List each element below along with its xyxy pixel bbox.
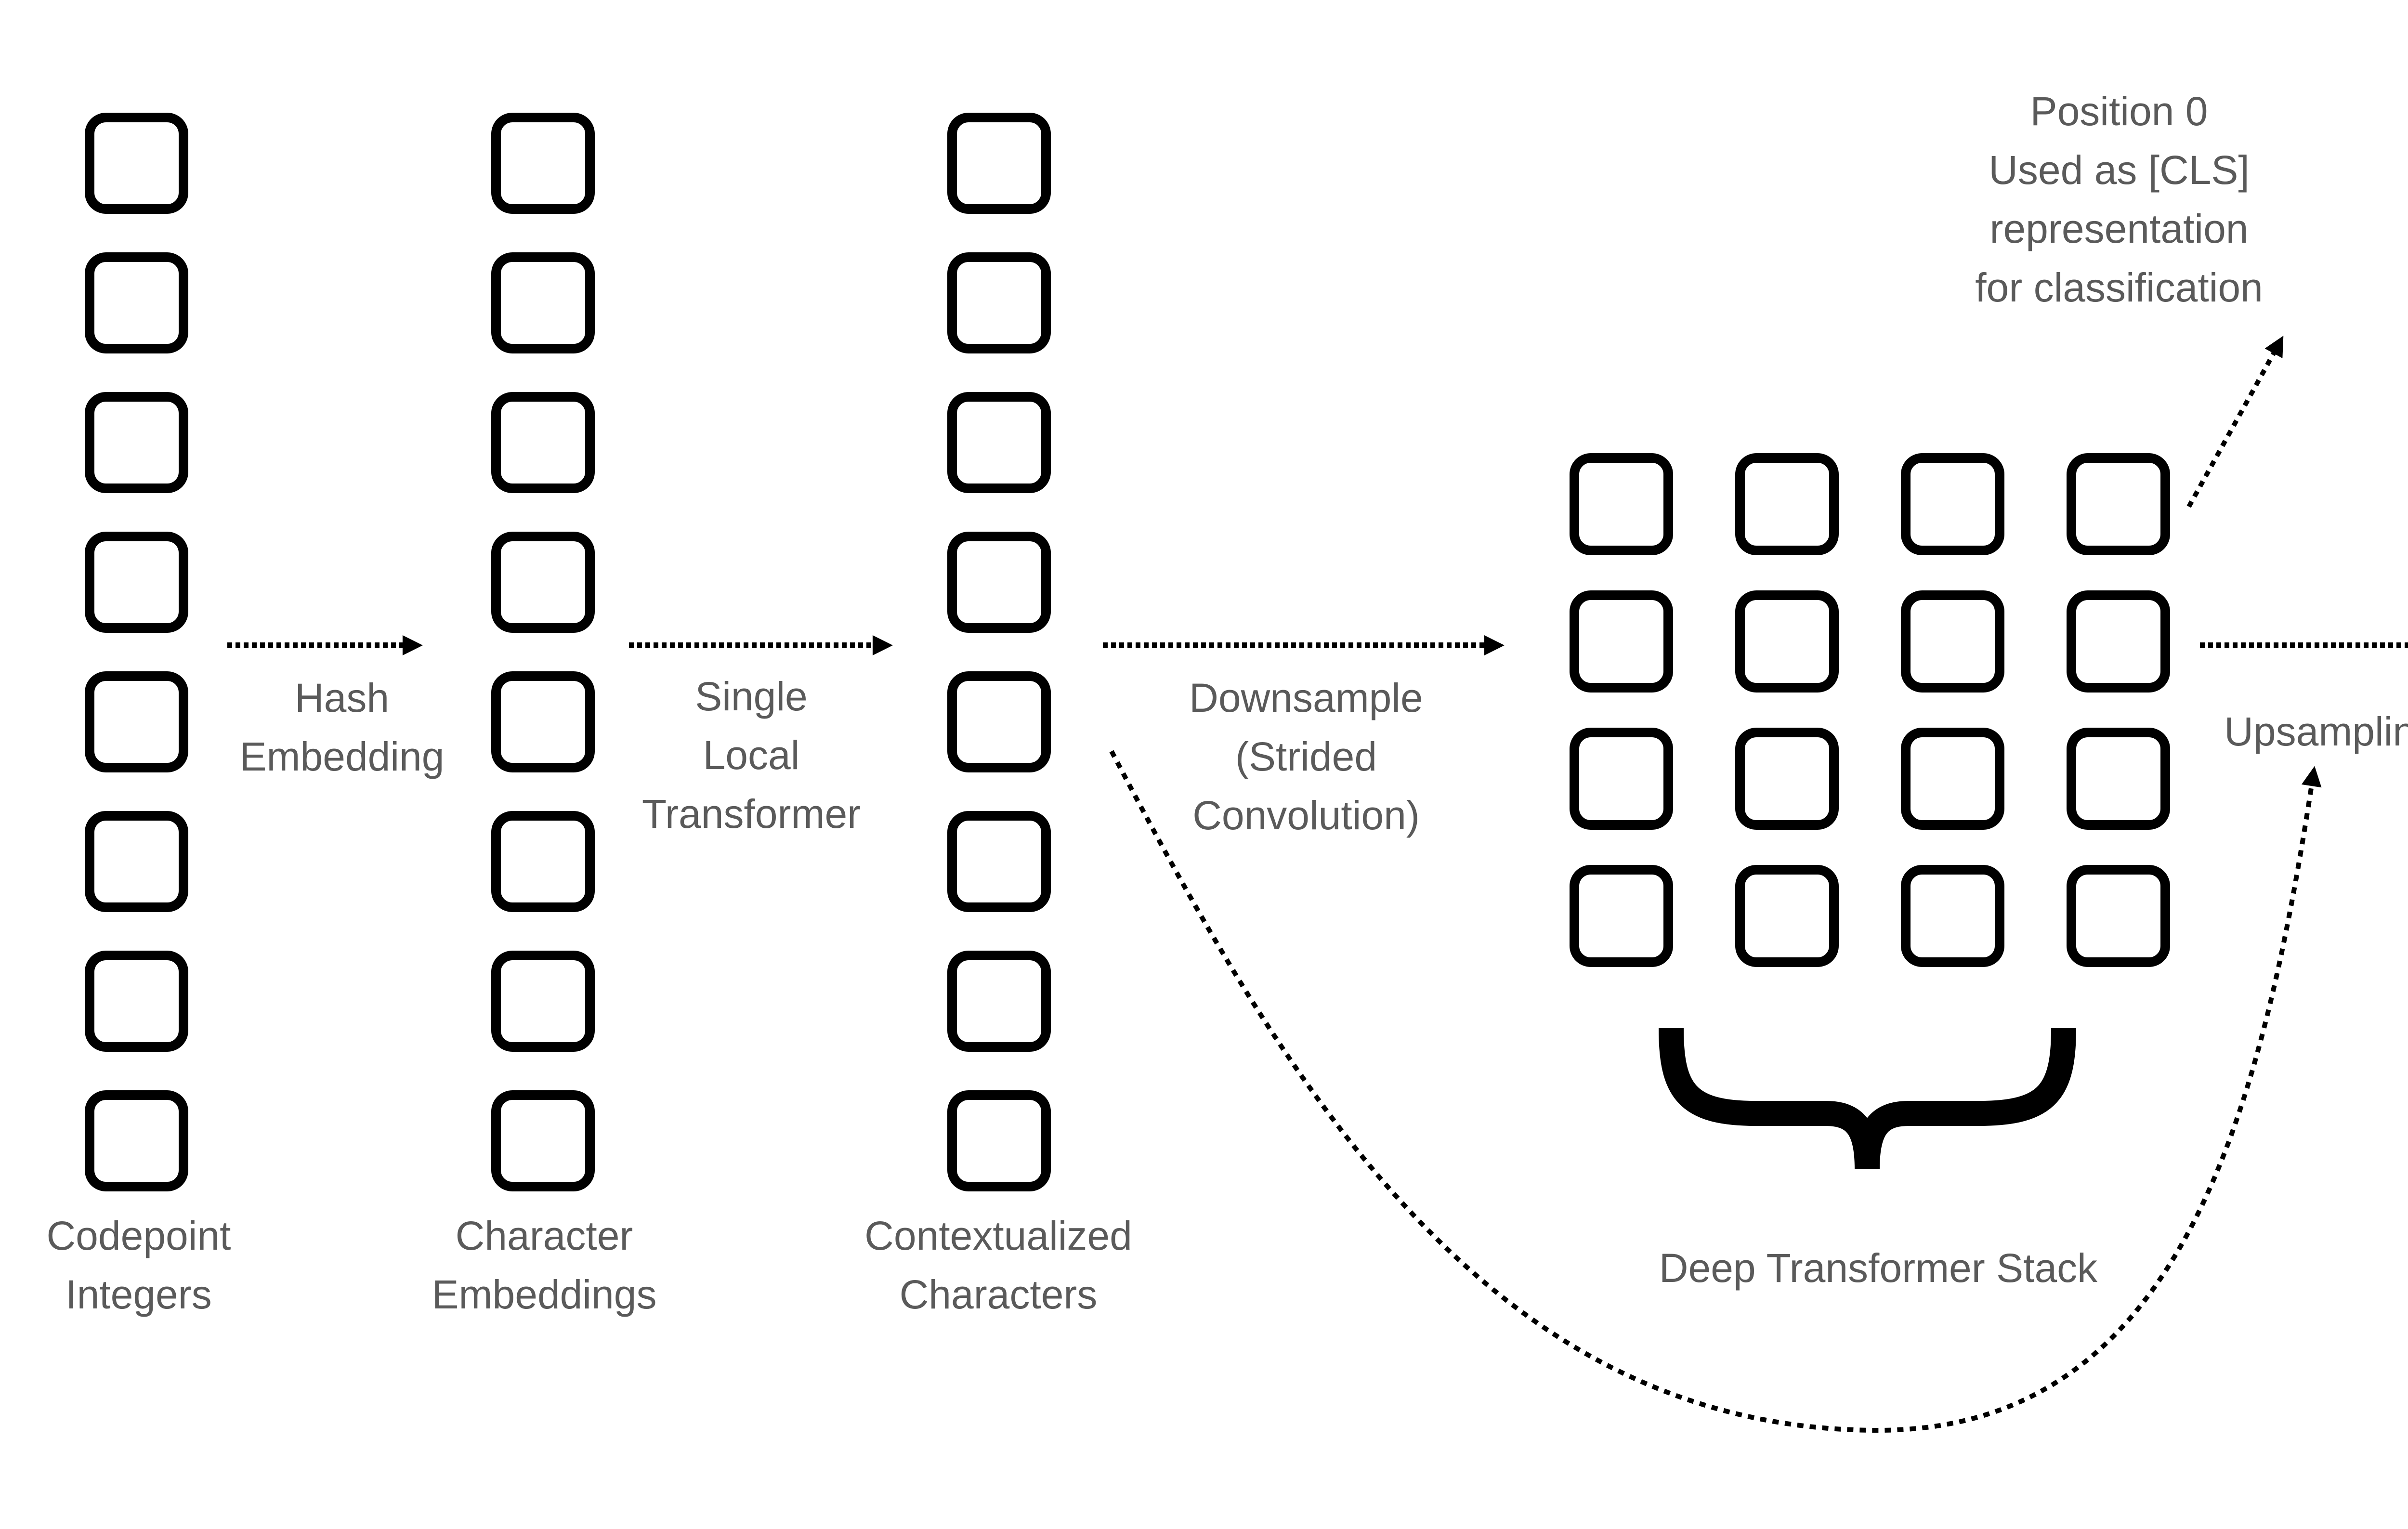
token-box — [2067, 453, 2170, 555]
token-box — [491, 671, 595, 772]
token-box — [947, 252, 1051, 353]
token-box — [947, 671, 1051, 772]
token-box — [491, 392, 595, 493]
column-character-embeddings — [491, 113, 595, 1191]
token-box — [1570, 728, 1673, 830]
token-box — [491, 811, 595, 912]
token-box — [1901, 728, 2004, 830]
token-box — [1901, 590, 2004, 693]
token-box — [1570, 453, 1673, 555]
label-hash-embedding: Hash Embedding — [239, 675, 445, 779]
label-contextualized-characters: Contextualized Characters — [864, 1213, 1132, 1317]
arrow-cls-position — [2186, 336, 2284, 508]
token-box — [491, 532, 595, 633]
label-upsampling: Upsampling — [2224, 709, 2408, 754]
token-box — [2067, 865, 2170, 967]
label-downsample: Downsample (Strided Convolution) — [1189, 675, 1423, 838]
token-box — [947, 951, 1051, 1052]
token-box — [1735, 728, 1839, 830]
label-codepoint-integers: Codepoint Integers — [46, 1213, 231, 1317]
token-box — [1901, 865, 2004, 967]
token-box — [85, 113, 188, 214]
label-single-local-transformer: Single Local Transformer — [641, 674, 861, 836]
token-box — [1570, 865, 1673, 967]
token-box — [85, 951, 188, 1052]
token-box — [85, 252, 188, 353]
token-box — [2067, 590, 2170, 693]
token-box — [1735, 865, 1839, 967]
label-character-embeddings: Character Embeddings — [432, 1213, 657, 1317]
token-box — [491, 252, 595, 353]
token-box — [1735, 453, 1839, 555]
token-box — [491, 113, 595, 214]
token-box — [491, 951, 595, 1052]
token-box — [947, 392, 1051, 493]
column-codepoint-integers — [85, 113, 188, 1191]
token-box — [85, 811, 188, 912]
token-box — [947, 532, 1051, 633]
token-box — [85, 671, 188, 772]
token-box — [2067, 728, 2170, 830]
token-box — [85, 1090, 188, 1191]
column-contextualized-characters — [947, 113, 1051, 1191]
label-concatenated-representations: Concatenated Representations — [2348, 1239, 2408, 1356]
curly-brace — [1659, 1028, 2076, 1170]
token-box — [947, 811, 1051, 912]
token-box — [1735, 590, 1839, 693]
token-box — [85, 532, 188, 633]
token-box — [1570, 590, 1673, 693]
token-box — [491, 1090, 595, 1191]
token-box — [947, 1090, 1051, 1191]
label-deep-transformer-stack: Deep Transformer Stack — [1659, 1245, 2098, 1291]
token-box — [947, 113, 1051, 214]
label-cls-annotation: Position 0 Used as [CLS] representation … — [1975, 89, 2263, 310]
token-box — [85, 392, 188, 493]
deep-transformer-grid — [1570, 453, 2170, 967]
token-box — [1901, 453, 2004, 555]
